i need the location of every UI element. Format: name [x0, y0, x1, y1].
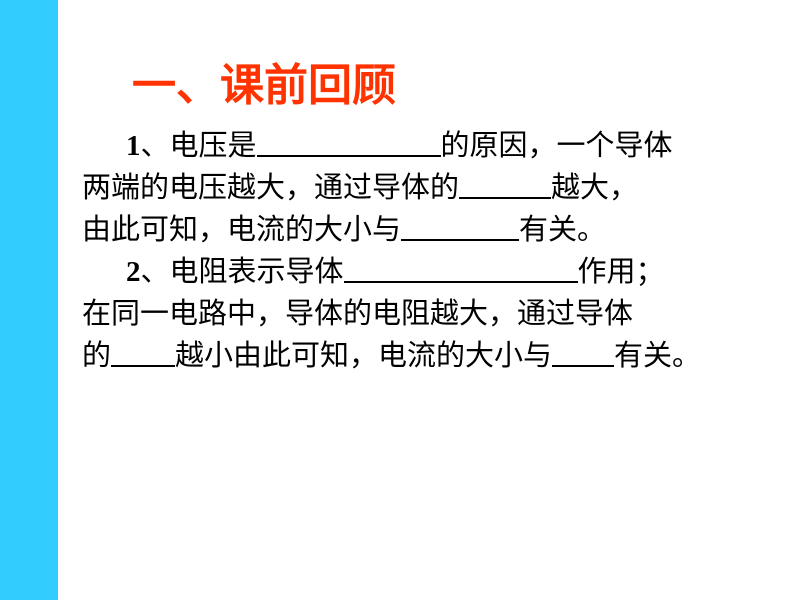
question-1-text-a: 、电压是 — [140, 128, 257, 162]
question-1-line-2-text-a: 两端的电压越大，通过导体的 — [82, 170, 460, 204]
question-2-line-2-text: 在同一电路中，导体的电阻越大，通过导体 — [82, 296, 634, 330]
slide-body: 1、电压是 的原因，一个导体 两端的电压越大，通过导体的 越大， 由此可知，电流的大… — [82, 124, 798, 376]
question-1-line-3-text-a: 由此可知，电流的大小与 — [82, 212, 402, 246]
question-2-text-a: 、电阻表示导体 — [140, 254, 344, 288]
blank-1 — [256, 125, 441, 157]
question-2-line-2: 在同一电路中，导体的电阻越大，通过导体 — [82, 292, 798, 334]
question-1-text-b: 的原因，一个导体 — [440, 128, 673, 162]
question-2-line-3-text-c: 有关。 — [614, 338, 702, 372]
blank-3 — [401, 209, 520, 241]
question-2-text-b: 作用； — [577, 254, 665, 288]
question-2-line-1: 2、电阻表示导体 作用； — [82, 250, 798, 292]
question-1-line-3-text-b: 有关。 — [519, 212, 607, 246]
blank-5 — [111, 335, 176, 367]
question-2-line-3: 的 越小由此可知，电流的大小与 有关。 — [82, 334, 798, 376]
question-1-line-2: 两端的电压越大，通过导体的 越大， — [82, 166, 798, 208]
blank-4 — [343, 251, 578, 283]
slide-title: 一、课前回顾 — [132, 60, 396, 111]
question-2-number: 2 — [126, 256, 141, 288]
question-2-line-3-text-a: 的 — [82, 338, 112, 372]
blank-6 — [552, 335, 615, 367]
question-2-line-3-text-b: 越小由此可知，电流的大小与 — [175, 338, 553, 372]
question-1-number: 1 — [126, 130, 141, 162]
question-1-line-2-text-b: 越大， — [551, 170, 639, 204]
question-1-line-1: 1、电压是 的原因，一个导体 — [82, 124, 798, 166]
blank-2 — [459, 167, 552, 199]
question-1-line-3: 由此可知，电流的大小与 有关。 — [82, 208, 798, 250]
accent-side-bar — [0, 0, 58, 600]
